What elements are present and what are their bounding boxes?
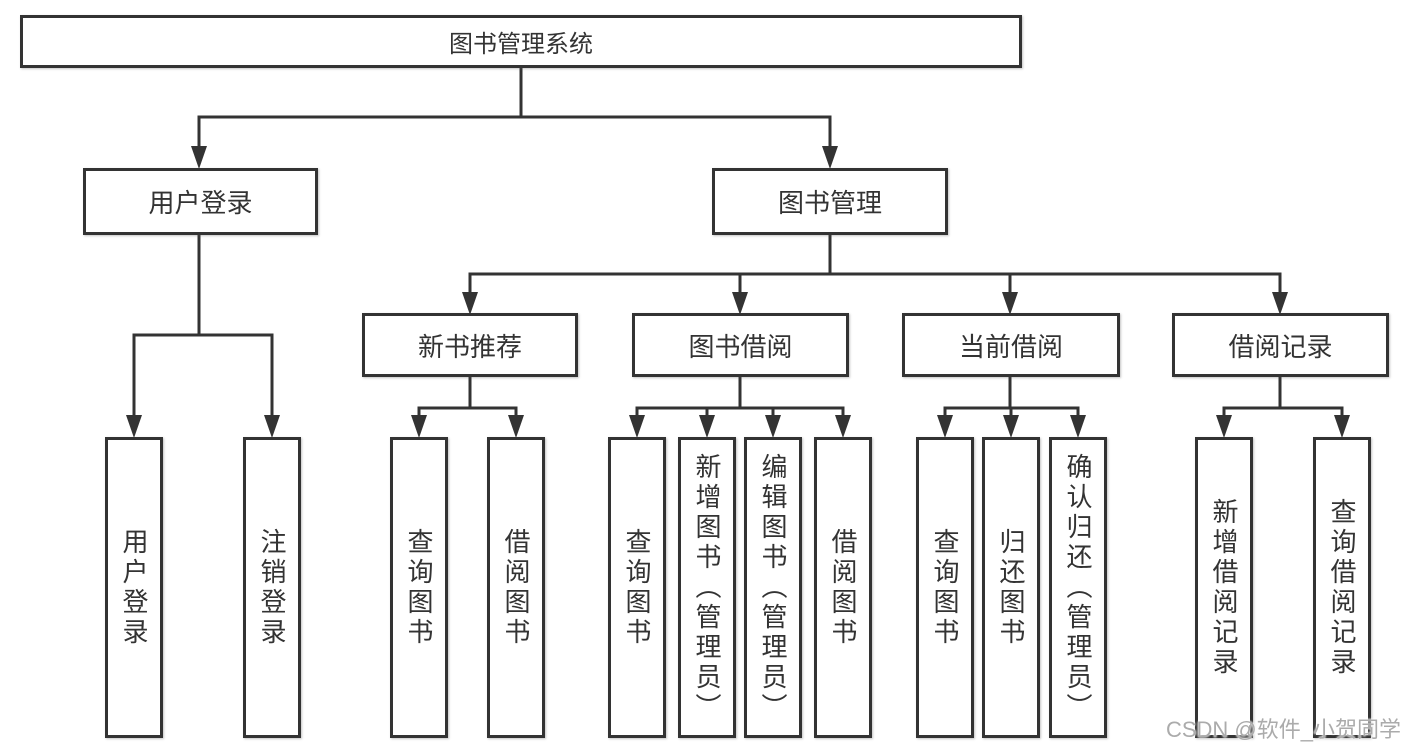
leaf-newbooks-query-books: 查询图书	[390, 437, 448, 738]
node-root: 图书管理系统	[20, 15, 1022, 68]
leaf-borrow-add-books-admin: 新增图书（管理员）	[678, 437, 736, 738]
leaf-borrow-borrow-books: 借阅图书	[814, 437, 872, 738]
node-user-login-label: 用户登录	[148, 188, 253, 218]
leaf-current-return-books-label: 归还图书	[996, 527, 1026, 648]
leaf-newbooks-query-books-label: 查询图书	[404, 527, 434, 648]
node-book-mgmt-label: 图书管理	[777, 188, 882, 218]
leaf-borrow-query-books: 查询图书	[608, 437, 666, 738]
node-book-borrow: 图书借阅	[632, 313, 849, 377]
leaf-records-query-record: 查询借阅记录	[1313, 437, 1371, 738]
leaf-records-add-record-label: 新增借阅记录	[1209, 497, 1239, 678]
node-book-mgmt: 图书管理	[712, 168, 948, 235]
node-borrow-records: 借阅记录	[1172, 313, 1389, 377]
leaf-newbooks-borrow-books: 借阅图书	[487, 437, 545, 738]
leaf-borrow-query-books-label: 查询图书	[622, 527, 652, 648]
node-book-borrow-label: 图书借阅	[688, 331, 793, 362]
leaf-current-return-books: 归还图书	[982, 437, 1040, 738]
node-user-login: 用户登录	[83, 168, 318, 235]
node-root-label: 图书管理系统	[449, 31, 593, 58]
leaf-newbooks-borrow-books-label: 借阅图书	[501, 527, 531, 648]
leaf-current-query-books: 查询图书	[916, 437, 974, 738]
arrowheads	[126, 146, 1350, 438]
leaf-current-confirm-return-admin: 确认归还（管理员）	[1049, 437, 1107, 738]
node-borrow-records-label: 借阅记录	[1228, 331, 1333, 362]
leaf-current-query-books-label: 查询图书	[930, 527, 960, 648]
leaf-records-add-record: 新增借阅记录	[1195, 437, 1253, 738]
leaf-borrow-borrow-books-label: 借阅图书	[828, 527, 858, 648]
leaf-borrow-edit-books-admin: 编辑图书（管理员）	[744, 437, 802, 738]
leaf-logout: 注销登录	[243, 437, 301, 738]
tree-edges	[132, 66, 1344, 418]
leaf-user-login-label: 用户登录	[119, 527, 149, 648]
node-current-borrow: 当前借阅	[902, 313, 1120, 377]
leaf-borrow-edit-books-admin-label: 编辑图书（管理员）	[758, 452, 788, 723]
leaf-logout-label: 注销登录	[257, 527, 287, 648]
csdn-watermark: CSDN @软件_小贺同学	[1165, 717, 1401, 742]
node-current-borrow-label: 当前借阅	[958, 331, 1063, 362]
leaf-records-query-record-label: 查询借阅记录	[1327, 497, 1357, 678]
leaf-user-login: 用户登录	[105, 437, 163, 738]
leaf-borrow-add-books-admin-label: 新增图书（管理员）	[692, 452, 722, 723]
leaf-current-confirm-return-admin-label: 确认归还（管理员）	[1063, 452, 1093, 723]
node-new-books-label: 新书推荐	[417, 331, 522, 362]
node-new-books: 新书推荐	[362, 313, 578, 377]
